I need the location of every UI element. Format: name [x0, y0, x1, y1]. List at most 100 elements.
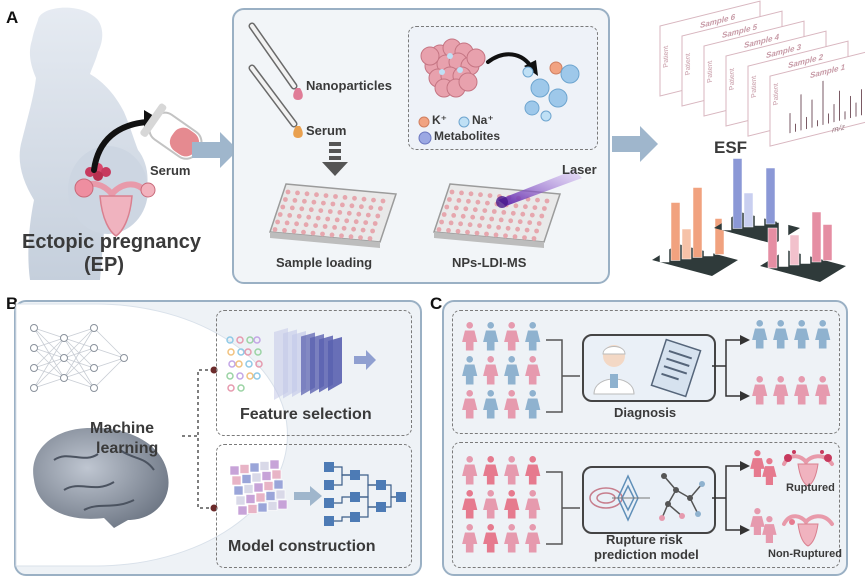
plate-well	[332, 225, 337, 230]
esf-bar	[703, 209, 714, 257]
model-node	[350, 470, 360, 480]
plate-well	[447, 197, 452, 202]
plate-well	[491, 209, 497, 214]
feature-dot	[226, 336, 234, 344]
plate-well	[372, 221, 378, 226]
esf-bar	[714, 218, 725, 255]
nn-node	[30, 324, 38, 332]
doctor-icon	[593, 345, 635, 395]
cube-cell	[229, 465, 240, 476]
down-arrow-icon	[322, 142, 348, 176]
person-icon	[504, 390, 520, 419]
ruptured-patients-icon	[750, 450, 777, 485]
uterus-illustration	[74, 178, 156, 237]
plate-well	[451, 213, 457, 218]
person-icon	[525, 490, 541, 519]
cube-cell	[245, 494, 256, 504]
sample-plate-loading	[268, 183, 398, 248]
laser-label: Laser	[562, 162, 597, 177]
esf-bar	[811, 211, 822, 263]
plate-well	[311, 199, 317, 205]
cube-cell	[269, 459, 280, 470]
plate-well	[315, 215, 321, 221]
cube-cell	[243, 484, 254, 494]
plate-well	[361, 196, 367, 202]
plate-well	[532, 205, 538, 210]
neural-network-icon	[30, 324, 128, 392]
plate-well	[322, 224, 328, 229]
diagnosis-box	[452, 310, 840, 434]
esf-bar	[659, 221, 670, 263]
plate-well	[524, 227, 530, 233]
plate-well	[327, 209, 333, 214]
esf-bar	[822, 224, 833, 261]
feature-dots-icon	[226, 336, 263, 392]
learning-label: learning	[96, 440, 159, 457]
plate-well	[359, 204, 364, 210]
flow-arrow-a1	[192, 132, 238, 168]
rupture-split-arrows	[712, 461, 750, 535]
plate-well	[333, 194, 338, 199]
plate-well	[342, 195, 348, 200]
model-flow-arrow	[294, 486, 322, 506]
person-icon	[504, 456, 520, 485]
patient-group-rupture	[462, 456, 541, 553]
model-node	[396, 492, 406, 502]
feature-dot	[253, 372, 261, 380]
plate-well	[370, 228, 375, 234]
plate-well	[475, 199, 481, 205]
person-icon	[462, 490, 478, 519]
plate-well	[463, 206, 469, 212]
plate-well	[330, 201, 336, 207]
plate-well	[346, 210, 352, 216]
cube-cell	[261, 471, 272, 481]
diagnosis-label: Diagnosis	[614, 405, 677, 420]
plate-well	[493, 232, 499, 238]
cube-cell	[271, 469, 282, 480]
esf-bar	[670, 202, 681, 261]
feature-dot	[226, 372, 234, 380]
plate-well	[455, 228, 461, 234]
person-icon	[462, 456, 478, 485]
serum-label: Serum	[150, 163, 191, 178]
rupture-risk-box	[452, 442, 840, 568]
person-icon	[462, 390, 478, 419]
cube-cell	[265, 491, 276, 501]
model-node	[376, 480, 386, 490]
plate-well	[302, 198, 307, 204]
sample-loading-label: Sample loading	[276, 255, 373, 270]
person-icon	[462, 524, 478, 553]
plate-well	[441, 212, 447, 217]
feature-dot	[255, 360, 263, 368]
plate-well	[277, 212, 283, 217]
rupture-bracket-left	[546, 471, 580, 545]
person-icon	[773, 320, 789, 349]
plate-well	[478, 192, 483, 198]
cube-cell	[247, 504, 258, 514]
plate-well	[484, 231, 489, 237]
nanoparticle-sphere	[466, 48, 486, 68]
nanoparticle-sphere	[458, 72, 478, 92]
adsorbed-ion	[447, 53, 453, 59]
ep-abbreviation-label: (EP)	[84, 254, 124, 276]
model-node	[324, 498, 334, 508]
feature-dot	[244, 348, 252, 356]
plate-well	[294, 221, 299, 227]
cube-cell	[275, 489, 286, 500]
esf-bar	[732, 158, 743, 229]
person-icon	[752, 320, 768, 349]
model-node	[376, 502, 386, 512]
plate-well	[344, 218, 350, 224]
plate-well	[534, 228, 539, 234]
legend-k-icon	[418, 116, 430, 128]
plate-well	[356, 211, 362, 217]
plate-well	[512, 234, 518, 240]
ml-bracket-connector	[182, 366, 218, 512]
plate-well	[496, 225, 501, 230]
spectrum-patient-label: Patient	[684, 52, 692, 76]
plate-well	[539, 213, 545, 219]
feature-dot	[246, 336, 254, 344]
person-icon	[750, 450, 765, 477]
person-icon	[525, 390, 541, 419]
